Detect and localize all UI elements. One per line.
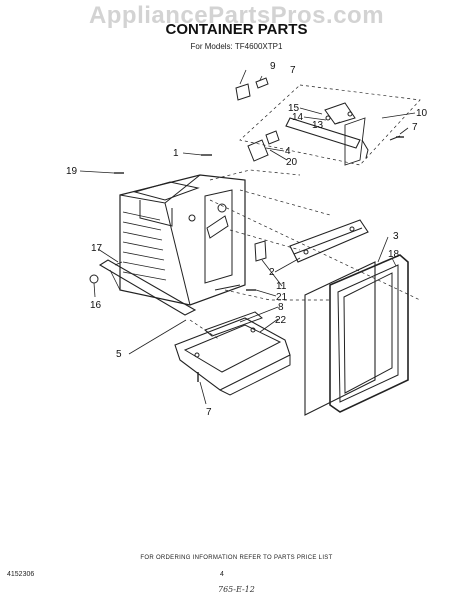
ordering-note: FOR ORDERING INFORMATION REFER TO PARTS … (140, 555, 333, 561)
callout-label: 13 (312, 120, 324, 131)
diagram-title: CONTAINER PARTS (165, 21, 308, 38)
callout-label: 2 (269, 267, 275, 278)
document-number: 4152306 (7, 571, 35, 578)
callout-label: 17 (91, 243, 103, 254)
callout-label: 7 (290, 65, 296, 76)
callout-label: 16 (90, 300, 102, 311)
callout-label: 14 (292, 112, 304, 123)
upper-bracket-assembly (235, 77, 401, 166)
callout-label: 5 (116, 349, 122, 360)
callout-label: 9 (270, 61, 276, 72)
callout-label: 7 (412, 122, 418, 133)
callout-label: 15 (288, 103, 300, 114)
door-panel (304, 254, 409, 416)
callout-label: 22 (275, 315, 287, 326)
upper-handle (289, 219, 369, 263)
callout-label: 19 (66, 166, 78, 177)
callout-label: 11 (276, 281, 287, 292)
leader-lines (79, 69, 416, 405)
callout-label: 10 (416, 108, 428, 119)
watermark-text: AppliancePartsPros.com (88, 2, 385, 29)
callout-numbers: 9 7 15 14 13 10 7 1 4 20 19 17 16 2 11 2… (66, 61, 428, 418)
lower-tray (174, 311, 291, 396)
callout-label: 4 (285, 146, 291, 157)
small-fittings (89, 130, 404, 382)
callout-label: 18 (388, 249, 400, 260)
callout-label: 21 (276, 292, 288, 303)
callout-label: 8 (278, 302, 284, 313)
callout-label: 20 (286, 157, 298, 168)
callout-label: 1 (173, 148, 179, 159)
container-body (98, 174, 246, 316)
callout-label: 7 (206, 407, 212, 418)
page-number: 4 (220, 571, 224, 578)
model-subtitle: For Models: TF4600XTP1 (190, 42, 283, 51)
callout-label: 3 (393, 231, 399, 242)
handwritten-note: 765-E-12 (218, 585, 255, 594)
